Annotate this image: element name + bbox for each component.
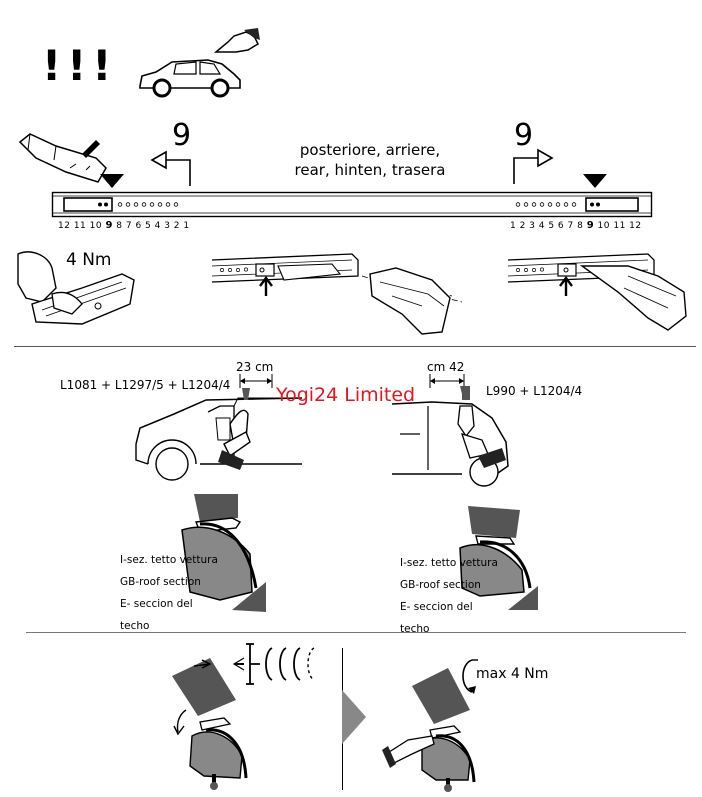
arrow-left-icon	[150, 150, 191, 186]
left-distance: 23 cm	[236, 360, 274, 374]
scale-left: 12 11 10 9 8 7 6 5 4 3 2 1	[58, 220, 190, 232]
suv-car-icon	[139, 59, 241, 98]
left-position-number: 9	[172, 118, 192, 153]
scale-left-after: 8 7 6 5 4 3 2 1	[112, 221, 190, 231]
right-position-number: 9	[514, 118, 534, 153]
rotate-tighten-icon	[462, 659, 478, 694]
left-marker-triangle	[100, 174, 124, 188]
hand-tightening-foot-icon	[17, 251, 135, 325]
section-label-right-line-1: I-sez. tetto vettura	[400, 557, 498, 569]
scale-right: 1 2 3 4 5 6 7 8 9 10 11 12	[510, 220, 642, 232]
roof-section-left	[181, 494, 266, 612]
scale-left-bold: 9	[105, 220, 113, 231]
right-models: L990 + L1204/4	[486, 384, 583, 398]
torque-top: 4 Nm	[66, 250, 112, 270]
right-distance-dimension	[429, 374, 465, 388]
section-label-left-line-4: techo	[120, 620, 150, 632]
pointing-hand-icon	[213, 28, 260, 53]
roof-section-right	[459, 506, 538, 610]
roof-rail-bar	[51, 191, 653, 218]
rail-foot-detail-2	[507, 253, 687, 331]
torque-bottom: max 4 Nm	[476, 666, 549, 682]
rear-label-line-2: rear, hinten, trasera	[294, 161, 446, 179]
warning-marks: !!!	[42, 41, 118, 90]
left-models: L1081 + L1297/5 + L1204/4	[60, 378, 231, 392]
hardware-parts-icon	[232, 643, 315, 685]
separator-1	[14, 346, 696, 347]
right-car-rear-icon	[391, 386, 509, 487]
right-marker-triangle	[583, 174, 607, 188]
small-foot-part-icon	[18, 133, 107, 183]
section-label-right-line-3: E- seccion del	[400, 601, 473, 613]
section-label-left: I-sez. tetto vettura GB-roof section E- …	[120, 544, 218, 643]
arrow-right-icon	[513, 148, 554, 184]
assembly-step-left	[172, 658, 248, 790]
section-label-left-line-2: GB-roof section	[120, 576, 201, 588]
section-label-right: I-sez. tetto vettura GB-roof section E- …	[400, 547, 498, 646]
scale-right-before: 1 2 3 4 5 6 7 8	[510, 221, 587, 231]
section-label-left-line-1: I-sez. tetto vettura	[120, 554, 218, 566]
separator-2	[26, 632, 686, 633]
next-step-arrow	[342, 690, 366, 744]
section-label-right-line-2: GB-roof section	[400, 579, 481, 591]
scale-right-after: 10 11 12	[594, 221, 642, 231]
rear-label: posteriore, arriere, rear, hinten, trase…	[270, 140, 470, 180]
scale-left-before: 12 11 10	[58, 221, 106, 231]
watermark: Yogi24 Limited	[276, 384, 416, 406]
section-label-left-line-3: E- seccion del	[120, 598, 193, 610]
left-distance-dimension	[239, 374, 273, 388]
right-distance: cm 42	[427, 360, 465, 374]
section-label-right-line-4: techo	[400, 623, 430, 635]
rail-foot-detail-1	[211, 253, 463, 335]
left-car-side-icon	[135, 388, 303, 481]
rear-label-line-1: posteriore, arriere,	[299, 141, 441, 159]
assembly-step-right	[382, 668, 476, 792]
scale-right-bold: 9	[586, 220, 595, 231]
